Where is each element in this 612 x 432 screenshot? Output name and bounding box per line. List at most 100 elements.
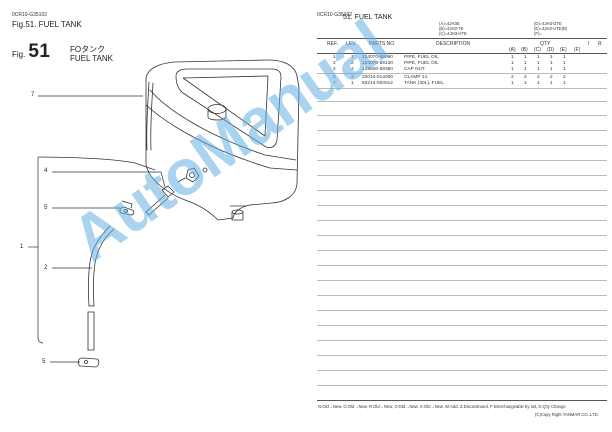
row-parts-no: 139600-59380 bbox=[362, 67, 393, 72]
callout-5-upper: 5 bbox=[44, 205, 48, 211]
col-header-i: I bbox=[588, 41, 590, 47]
row-qty-b: 1 bbox=[524, 67, 527, 72]
row-divider bbox=[317, 220, 607, 221]
callout-4: 4 bbox=[44, 168, 48, 174]
legend-b: (B)=4JH3-TE bbox=[439, 26, 464, 32]
col-header-parts: PARTS NO. bbox=[369, 41, 396, 47]
legend-e: (E)=4JH3-UTE(B) bbox=[534, 26, 568, 32]
row-divider bbox=[317, 385, 607, 386]
header-rule-top bbox=[317, 38, 607, 39]
row-description: PIPE, FUEL OIL bbox=[404, 61, 439, 66]
row-qty-b: 1 bbox=[524, 81, 527, 86]
callout-5-lower: 5 bbox=[42, 359, 46, 365]
col-header-lev: LEV. bbox=[346, 41, 357, 47]
row-divider bbox=[317, 325, 607, 326]
col-header-qty: QTY bbox=[540, 41, 551, 47]
doc-code-left: 0CR10-G35102 bbox=[12, 12, 48, 18]
row-divider bbox=[317, 370, 607, 371]
row-divider bbox=[317, 205, 607, 206]
row-description: CLAMP 14 bbox=[404, 75, 428, 80]
callout-7: 7 bbox=[31, 92, 35, 98]
row-qty-e: 1 bbox=[563, 61, 566, 66]
row-ref: 4 bbox=[333, 67, 336, 72]
row-qty-b: 1 bbox=[524, 61, 527, 66]
col-header-description: DESCRIPTION bbox=[436, 41, 471, 47]
row-divider bbox=[317, 130, 607, 131]
figure-name-jp: FOタンク bbox=[70, 45, 106, 54]
row-qty-b: 2 bbox=[524, 75, 527, 80]
model-legend-left: (A)=4JH3E (B)=4JH3-TE (C)=4JH3-HTE bbox=[439, 21, 467, 37]
model-legend-right: (D)=4JH3-DTE (E)=4JH3-UTE(B) (F)= bbox=[534, 21, 567, 37]
clamp-lower-drawing bbox=[77, 357, 100, 368]
clamp-upper-drawing bbox=[119, 200, 135, 216]
qty-col-c: (C) bbox=[534, 47, 541, 53]
row-lev: 1 bbox=[351, 81, 354, 86]
row-divider bbox=[317, 265, 607, 266]
row-qty-b: 1 bbox=[524, 55, 527, 60]
callout-2: 2 bbox=[44, 265, 48, 271]
row-qty-a: 1 bbox=[511, 81, 514, 86]
legend-d: (D)=4JH3-DTE bbox=[534, 21, 562, 26]
row-divider bbox=[317, 280, 607, 281]
row-divider bbox=[317, 115, 607, 116]
row-divider bbox=[317, 101, 607, 102]
row-ref: 1 bbox=[333, 55, 336, 60]
qty-col-d: (D) bbox=[547, 47, 554, 53]
row-ref: 5 bbox=[333, 75, 336, 80]
col-header-ref: REF. bbox=[327, 41, 338, 47]
row-parts-no: 83213-003012 bbox=[362, 81, 393, 86]
row-divider bbox=[317, 73, 607, 74]
row-divider bbox=[317, 235, 607, 236]
qty-col-b: (B) bbox=[521, 47, 528, 53]
row-parts-no: 124070-59060 bbox=[362, 55, 393, 60]
figure-heading: Fig. 51 bbox=[12, 42, 50, 61]
row-divider bbox=[317, 175, 607, 176]
figure-name-en: FUEL TANK bbox=[70, 54, 113, 63]
qty-col-a: (A) bbox=[509, 47, 516, 53]
row-divider bbox=[317, 340, 607, 341]
qty-col-f: (F) bbox=[574, 47, 581, 53]
row-divider bbox=[317, 145, 607, 146]
row-parts-no: 124070-59130 bbox=[362, 61, 393, 66]
row-lev: 2 bbox=[351, 61, 354, 66]
figure-title: Fig.51. FUEL TANK bbox=[12, 20, 82, 29]
row-qty-a: 2 bbox=[511, 75, 514, 80]
legend-f: (F)= bbox=[534, 31, 542, 37]
section-title: 51. FUEL TANK bbox=[343, 14, 393, 21]
row-qty-e: 2 bbox=[563, 75, 566, 80]
row-qty-e: 1 bbox=[563, 67, 566, 72]
legend-a: (A)=4JH3E bbox=[439, 21, 460, 26]
row-lev: 2 bbox=[351, 67, 354, 72]
row-divider bbox=[317, 88, 607, 89]
copyright: (C)Copy Right YANMAR CO.,LTD. bbox=[535, 412, 599, 417]
row-divider bbox=[317, 355, 607, 356]
fuel-pipe-drawing bbox=[87, 225, 115, 351]
row-parts-no: 23010-014000 bbox=[362, 75, 393, 80]
row-qty-c: 1 bbox=[537, 67, 540, 72]
row-description: CAP NUT bbox=[404, 67, 425, 72]
qty-col-e: (E) bbox=[560, 47, 567, 53]
fuel-tank-drawing bbox=[145, 59, 300, 221]
row-qty-d: 1 bbox=[550, 67, 553, 72]
footer-rule bbox=[317, 400, 607, 401]
row-divider bbox=[317, 310, 607, 311]
row-qty-c: 1 bbox=[537, 81, 540, 86]
row-qty-d: 1 bbox=[550, 81, 553, 86]
row-lev: 2 bbox=[351, 75, 354, 80]
row-ref: 7 bbox=[333, 81, 336, 86]
legend-c: (C)=4JH3-HTE bbox=[439, 31, 467, 37]
row-qty-e: 1 bbox=[563, 55, 566, 60]
row-qty-d: 2 bbox=[550, 75, 553, 80]
row-qty-a: 1 bbox=[511, 67, 514, 72]
callout-1: 1 bbox=[20, 244, 24, 250]
row-qty-d: 1 bbox=[550, 55, 553, 60]
row-divider bbox=[317, 160, 607, 161]
row-qty-c: 2 bbox=[537, 75, 540, 80]
header-rule-bottom bbox=[317, 53, 607, 54]
row-description: TANK (30L), FUEL bbox=[404, 81, 444, 86]
row-description: PIPE, FUEL OIL bbox=[404, 55, 439, 60]
col-header-r: R bbox=[598, 41, 602, 47]
row-qty-e: 1 bbox=[563, 81, 566, 86]
figure-names: FOタンク FUEL TANK bbox=[70, 45, 113, 63]
row-qty-a: 1 bbox=[511, 55, 514, 60]
